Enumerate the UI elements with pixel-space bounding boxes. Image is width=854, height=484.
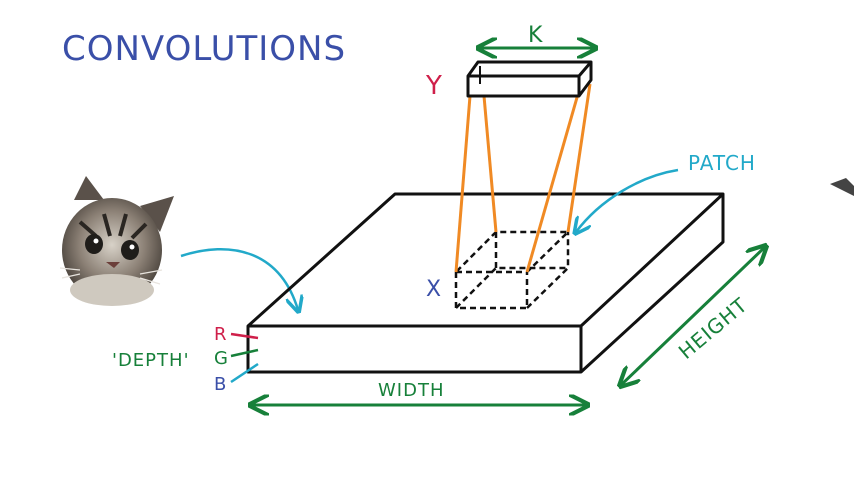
channel-b-label: B [214, 374, 227, 395]
channel-g-label: G [214, 348, 229, 369]
patch-box [452, 230, 572, 310]
height-label: HEIGHT [674, 293, 752, 364]
height-arrow [620, 246, 766, 386]
projection-lines [454, 83, 592, 273]
output-kernel-box [466, 60, 593, 98]
kitten-to-volume-arrow [180, 248, 298, 310]
page-title: CONVOLUTIONS [62, 29, 346, 69]
output-label: Y [425, 71, 443, 101]
pen-cursor-icon [830, 178, 854, 196]
channel-r-label: R [214, 324, 228, 345]
patch-label: PATCH [688, 151, 756, 175]
kitten-image [59, 176, 174, 306]
width-label: WIDTH [378, 380, 445, 401]
channel-pointers [230, 332, 259, 384]
kernel-label: K [528, 23, 543, 48]
input-volume [246, 192, 725, 374]
patch-arrow [576, 168, 679, 232]
depth-label: 'DEPTH' [112, 350, 190, 371]
input-label: X [426, 277, 442, 302]
